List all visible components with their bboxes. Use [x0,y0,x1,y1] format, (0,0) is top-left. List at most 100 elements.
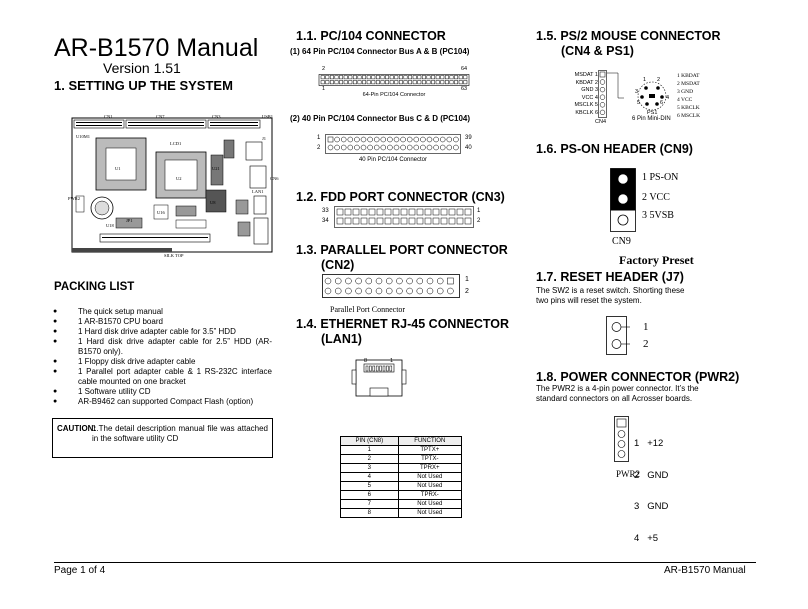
pin-number-cell: 3 [340,463,399,473]
connector-pin [385,277,393,285]
connector-pin [345,277,352,285]
pin-label: KBDAT 2 [575,79,598,86]
connector-pin [334,277,342,285]
footer-divider [54,562,756,563]
connector-pin [357,75,362,80]
section-fdd-heading: 1.2. FDD PORT CONNECTOR (CN3) [296,190,505,204]
connector-pin [454,80,459,85]
pin-label: MSDAT 1 [574,72,598,78]
connector-pin [329,75,334,80]
pin-label: 2 [322,66,326,72]
pin-label: 2 GND [634,469,669,481]
connector-pin [426,80,431,85]
pin-label: 1 [317,135,321,141]
connector-pin [334,75,339,80]
connector-pin [375,365,379,372]
connector-pin [394,80,399,85]
connector-pin [408,208,416,216]
heading-line: 1.4. ETHERNET RJ-45 CONNECTOR [296,317,510,331]
connector-pin [424,208,432,216]
pc104-ab-connector-diagram: 2 64 1 63 64-Pin PC/104 Connector [318,66,470,102]
connector-pin [380,136,387,143]
connector-pin [385,287,393,295]
connector-pin [464,217,472,225]
pin-label: 1 [465,276,469,283]
connector-pin [345,287,352,295]
heading-line: (LAN1) [321,332,362,346]
heading-line: 1.3. PARALLEL PORT CONNECTOR [296,243,508,257]
connector-pin [343,75,348,80]
svg-text:U21: U21 [212,166,220,171]
connector-pin [352,75,357,80]
connector-pin [453,144,459,151]
connector-pin [343,80,348,85]
pin-label: 63 [461,86,468,92]
connector-pin [329,80,334,85]
connector-pin [384,208,392,216]
pin-label: 2 [465,288,469,295]
svg-text:CN6: CN6 [270,176,279,181]
power-connector-diagram: 1 +12 2 GND 3 GND 4 +5 PWR2 [614,416,684,543]
pin-label: 1 +12 [634,438,664,449]
connector-pin [400,136,406,143]
pin-label: 5 [637,100,641,106]
svg-text:U18: U18 [106,223,114,228]
connector-pin [325,75,330,80]
connector-pin [362,80,367,85]
connector-pin [408,75,413,80]
connector-pin [365,365,369,372]
pin-label: 6 MSCLK [677,113,701,119]
pin-label: 1 PS-ON [642,172,679,183]
connector-pin [440,75,445,80]
connector-pin [365,277,373,285]
connector-pin [368,217,376,225]
section-power-heading: 1.8. POWER CONNECTOR (PWR2) [536,370,740,384]
connector-pin [371,75,376,80]
connector-pin [334,136,340,143]
pin-number-cell: 4 [340,472,399,482]
connector-pin [366,80,371,85]
svg-text:U16: U16 [157,210,165,215]
connector-pin [336,208,344,216]
connector-pin [344,217,352,225]
connector-pin [368,208,376,216]
footer-manual-name: AR-B1570 Manual [664,565,746,576]
connector-pin [426,75,431,80]
pin-label: 2 VCC [642,192,670,203]
connector-pin [355,277,362,285]
connector-pin [435,80,440,85]
pin-label: 5 KBCLK [677,105,700,111]
svg-text:SILK TOP: SILK TOP [164,253,184,258]
connector-pin [382,365,386,372]
pin-number-cell: 1 [340,445,399,455]
pc104-cd-subheading: (2) 40 Pin PC/104 Connector Bus C & D (P… [290,114,471,123]
pin-label: 1 [643,77,647,83]
connector-pin [408,80,413,85]
svg-text:USB1: USB1 [262,114,273,119]
pin-number-cell: 8 [340,508,399,518]
connector-pin [348,75,353,80]
caution-label: CAUTION: [57,424,97,433]
connector-pin [435,75,440,80]
connector-pin [360,144,367,151]
connector-pin [393,144,400,151]
svg-text:PWR2: PWR2 [68,196,80,201]
connector-pin [387,144,393,151]
pin-label: KBCLK 6 [575,109,598,116]
pin-label: 3 GND [634,501,669,512]
connector-pin [348,80,353,85]
pin-function-cell: Not Used [397,481,463,491]
pin-function-cell: Not Used [397,472,463,482]
pin-label: MSCLK 5 [574,102,598,109]
connector-pin [456,208,464,216]
connector-pin [421,75,426,80]
pin-label: 1 [322,86,326,92]
pin-label: VCC 4 [581,94,598,101]
list-item: 1 Software utility CD [52,387,272,397]
connector-pin [456,217,464,225]
connector-pin [360,208,368,216]
pin-label: 3 [635,89,639,95]
packing-list-heading: PACKING LIST [54,281,135,293]
pin-label: 4 VCC [677,97,693,103]
